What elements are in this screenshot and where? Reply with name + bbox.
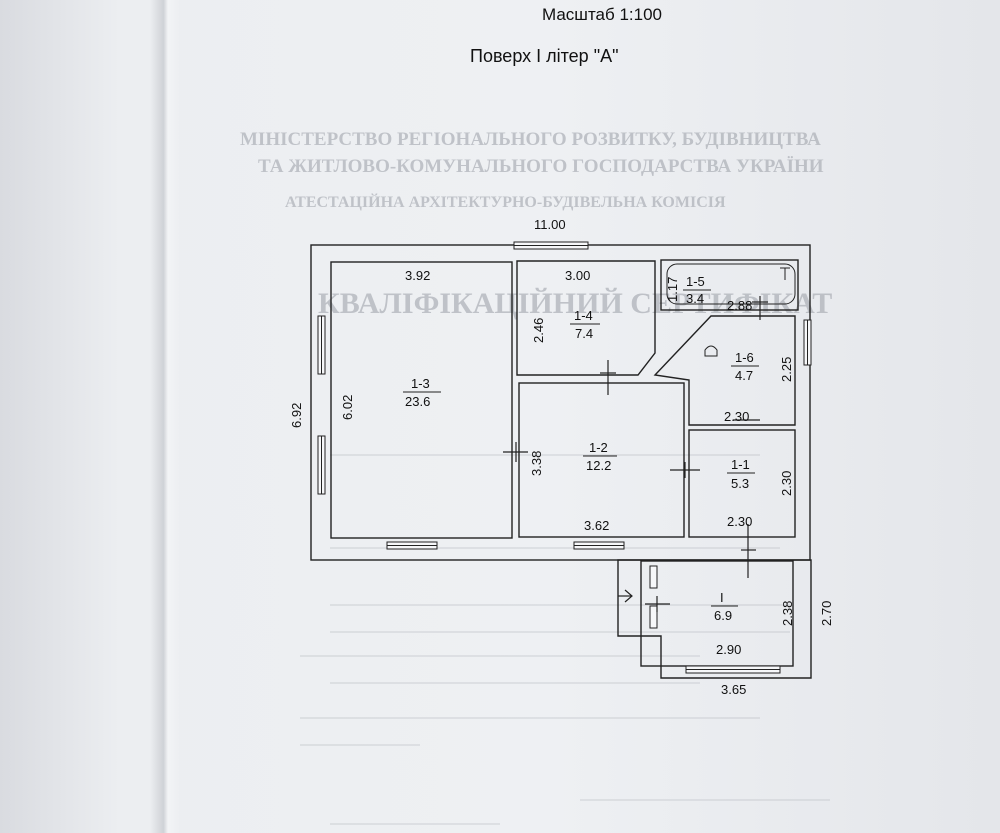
window-porch-left-lower xyxy=(649,605,658,629)
room-1-3-area: 23.6 xyxy=(405,394,430,409)
room-1-1-id: 1-1 xyxy=(731,457,750,472)
dim-room15-height: 1.17 xyxy=(665,277,680,302)
dim-overall-height: 6.92 xyxy=(289,403,304,428)
porch-area: 6.9 xyxy=(714,608,732,623)
dim-room14-width: 3.00 xyxy=(565,268,590,283)
dim-room11-top: 2.30 xyxy=(724,409,749,424)
room-labels: 1-3 23.6 1-4 7.4 1-5 3.4 1-6 4.7 1-2 xyxy=(403,274,759,623)
porch-label: I 6.9 xyxy=(711,590,738,623)
dim-porch-outer-height: 2.70 xyxy=(819,601,834,626)
dim-porch-inner-width: 2.90 xyxy=(716,642,741,657)
room-1-1-label: 1-1 5.3 xyxy=(727,457,755,491)
room-1-2-area: 12.2 xyxy=(586,458,611,473)
room-1-3-outline xyxy=(330,261,513,539)
background-form-lines xyxy=(300,454,830,825)
room-1-5-outline xyxy=(660,259,799,311)
dim-room16-height: 2.25 xyxy=(779,357,794,382)
stamp-line-2: ТА ЖИТЛОВО-КОМУНАЛЬНОГО ГОСПОДАРСТВА УКР… xyxy=(258,156,824,177)
room-1-5-id: 1-5 xyxy=(686,274,705,289)
dim-room13-width: 3.92 xyxy=(405,268,430,283)
stamp-line-1: МІНІСТЕРСТВО РЕГІОНАЛЬНОГО РОЗВИТКУ, БУД… xyxy=(240,129,821,150)
room-1-3-label: 1-3 23.6 xyxy=(403,376,441,409)
room-1-1-area: 5.3 xyxy=(731,476,749,491)
dim-room11-right: 2.30 xyxy=(779,471,794,496)
dim-porch-inner-height: 2.38 xyxy=(780,601,795,626)
window-porch-left-upper xyxy=(649,565,658,589)
door-marks xyxy=(503,296,768,612)
room-1-4-area: 7.4 xyxy=(575,326,593,341)
room-1-2-outline xyxy=(518,382,685,538)
room-1-3-id: 1-3 xyxy=(411,376,430,391)
dim-room13-height: 6.02 xyxy=(340,395,355,420)
dim-porch-outer-width: 3.65 xyxy=(721,682,746,697)
dim-room11-bottom: 2.30 xyxy=(727,514,752,529)
porch-outline xyxy=(617,559,812,679)
dim-room16-width: 2.88 xyxy=(727,298,752,313)
dim-room12-height: 3.38 xyxy=(529,451,544,476)
page-crease xyxy=(150,0,180,833)
room-1-6-area: 4.7 xyxy=(735,368,753,383)
dim-overall-width: 11.00 xyxy=(534,217,566,232)
dim-room12-bottom: 3.62 xyxy=(584,518,609,533)
sink-symbol xyxy=(704,345,718,357)
room-1-2-label: 1-2 12.2 xyxy=(583,440,617,473)
room-1-4-outline xyxy=(516,260,656,376)
room-1-1-outline xyxy=(688,429,796,538)
window-mullions xyxy=(321,245,808,670)
room-1-2-id: 1-2 xyxy=(589,440,608,455)
room-1-6-label: 1-6 4.7 xyxy=(731,350,759,383)
stamp-line-3: АТЕСТАЦІЙНА АРХІТЕКТУРНО-БУДІВЕЛЬНА КОМІ… xyxy=(285,192,726,211)
floor-title: Поверх І літер "А" xyxy=(470,46,619,66)
room-1-5-area: 3.4 xyxy=(686,291,704,306)
room-1-4-id: 1-4 xyxy=(574,308,593,323)
walls xyxy=(310,244,812,679)
room-1-5-label: 1-5 3.4 xyxy=(683,274,711,306)
dim-room14-height: 2.46 xyxy=(531,318,546,343)
room-1-6-id: 1-6 xyxy=(735,350,754,365)
room-1-4-label: 1-4 7.4 xyxy=(570,308,600,341)
room-1-6-outline xyxy=(653,315,796,426)
bathtub-symbol xyxy=(666,263,796,305)
scale-label: Масштаб 1:100 xyxy=(542,5,662,24)
dimension-labels: 11.00 6.92 3.92 6.02 3.00 2.46 1.17 2.88… xyxy=(289,217,834,697)
porch-id: I xyxy=(720,590,724,605)
